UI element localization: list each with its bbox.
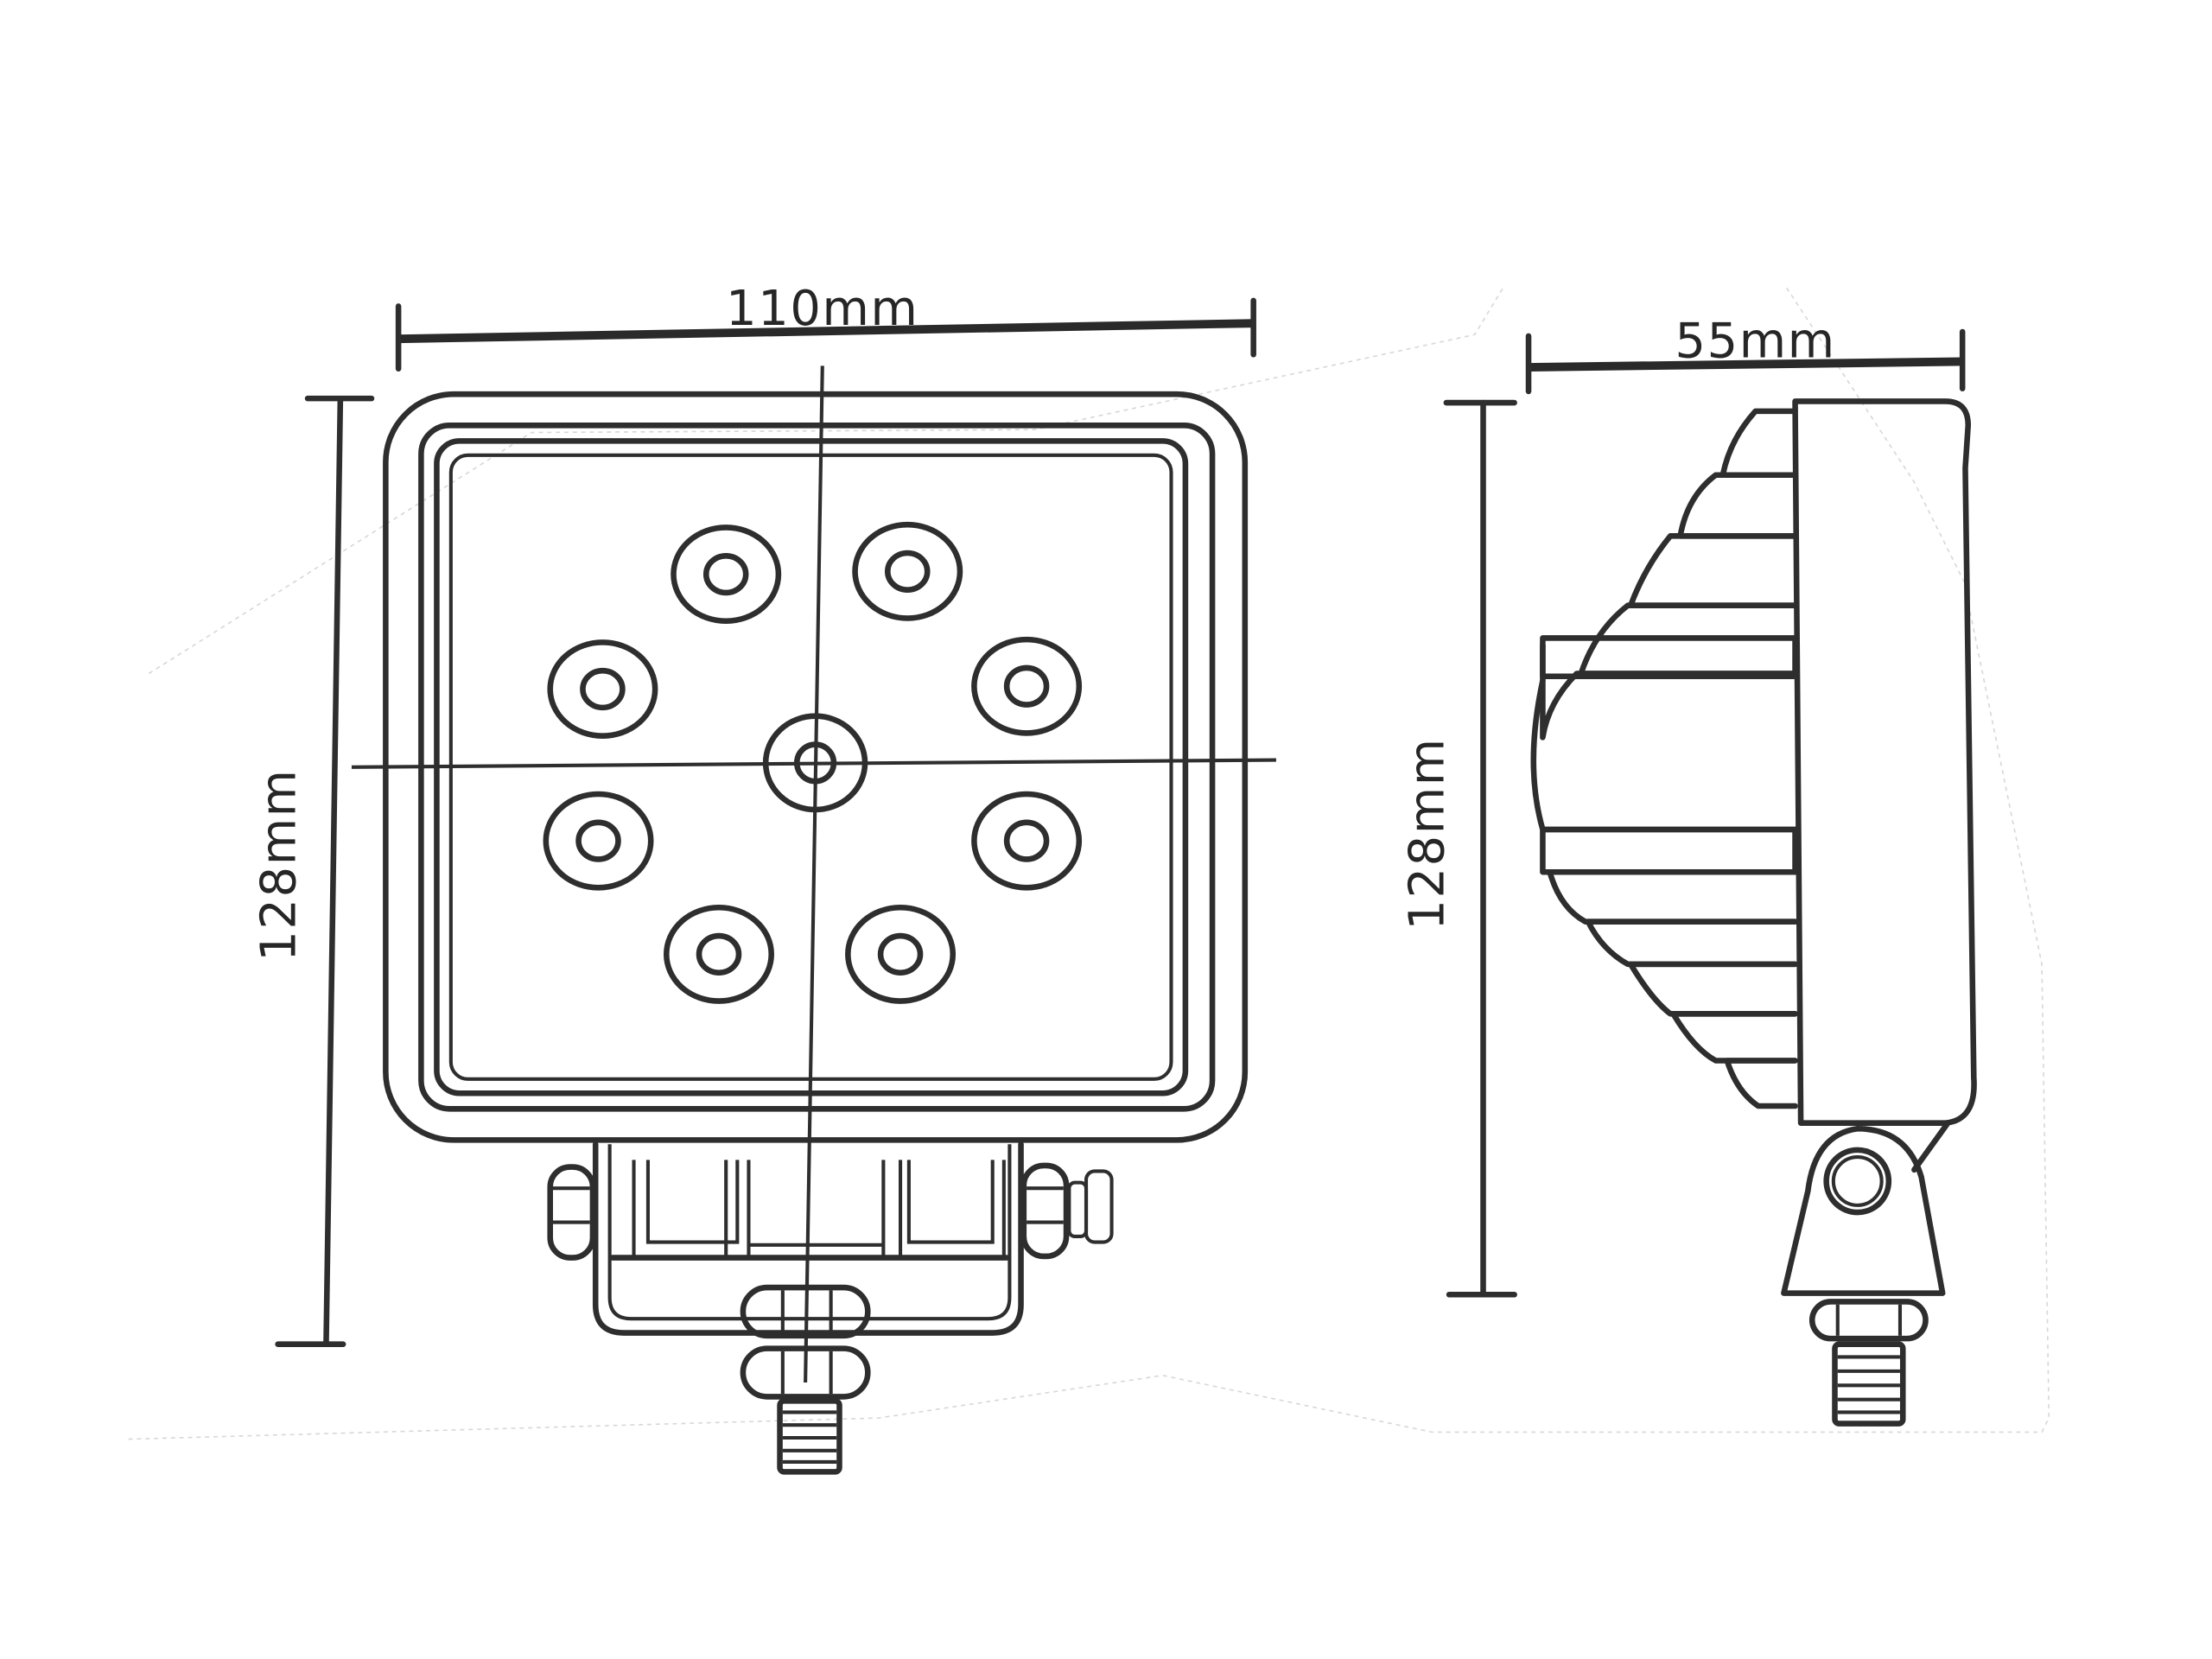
width-dimension: 110mm (395, 281, 1256, 372)
height-label-front: 128mm (251, 768, 307, 961)
led-top-right-icon (852, 521, 963, 621)
led-top-left-icon (671, 524, 782, 625)
bolt-thread-front (777, 1398, 842, 1475)
mounting-bracket-front (547, 1141, 1114, 1475)
height-label-side: 128mm (1400, 737, 1456, 930)
led-upper-right-icon (971, 636, 1083, 736)
led-bottom-left-icon (664, 904, 774, 1004)
bolt-thread-side (1832, 1341, 1906, 1427)
center-crosshair (351, 365, 1276, 1383)
led-lower-left-icon (543, 791, 654, 891)
bolt-nut-upper (740, 1284, 871, 1339)
led-bottom-right-icon (845, 904, 957, 1004)
bolt-nut-side (1808, 1299, 1929, 1342)
bolt-side (1808, 1299, 1929, 1427)
pivot-bolt-icon (1823, 1147, 1892, 1216)
side-view: 55mm 128mm (1400, 314, 1977, 1427)
front-view: 110mm 128mm (251, 281, 1276, 1475)
led-lower-right-icon (971, 791, 1083, 891)
cooling-fins (1530, 408, 1798, 1109)
side-lens-body (1792, 398, 1977, 1126)
swivel-mount (1781, 1122, 1950, 1296)
led-upper-left-icon (547, 639, 658, 739)
paper-edge (127, 287, 2050, 1440)
depth-dimension: 55mm (1525, 314, 1966, 395)
height-dimension-side: 128mm (1400, 399, 1517, 1298)
side-knob-left (547, 1164, 596, 1261)
height-dimension-front: 128mm (251, 395, 375, 1347)
side-knob-right (1020, 1162, 1070, 1260)
depth-label: 55mm (1675, 314, 1835, 370)
width-label: 110mm (726, 281, 918, 337)
bolt-nut-lower (740, 1345, 871, 1400)
